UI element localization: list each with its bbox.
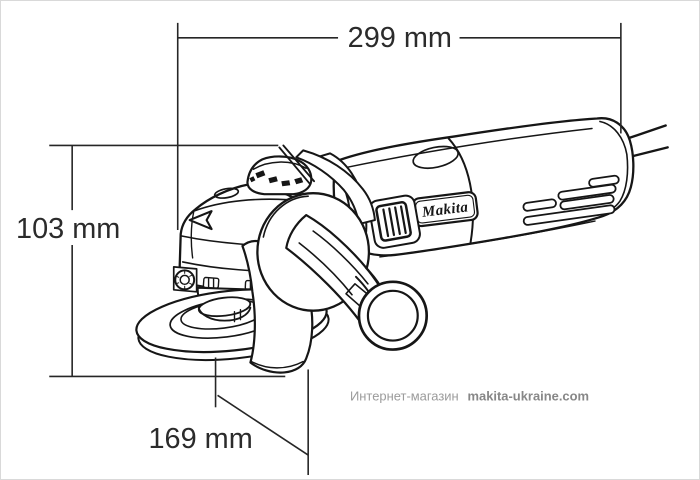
speed-dial — [246, 144, 316, 196]
dimension-width: 169 mm — [148, 357, 309, 476]
dimension-height-label: 103 mm — [16, 213, 120, 245]
hanger-bar — [295, 149, 376, 226]
dimension-height: 103 mm — [16, 144, 286, 378]
dimension-width-label: 169 mm — [148, 423, 252, 455]
grinder-illustration: Makita — [135, 117, 669, 374]
dimension-annotations: 299 mm 103 mm 169 mm — [16, 22, 622, 476]
dimension-length-label: 299 mm — [348, 22, 452, 54]
dimension-length: 299 mm — [176, 22, 622, 231]
spindle-lock-button — [172, 266, 198, 293]
watermark: Интернет-магазин makita-ukraine.com — [350, 388, 589, 403]
vent-slots — [522, 174, 620, 226]
handle-end-cap — [357, 280, 429, 351]
slide-switch — [368, 194, 421, 249]
power-cord — [626, 124, 669, 158]
watermark-site-label: makita-ukraine.com — [468, 388, 590, 403]
watermark-store-label: Интернет-магазин — [350, 388, 459, 403]
makita-logo-text: Makita — [420, 199, 469, 221]
side-handle — [285, 214, 429, 351]
direction-arrow-icon — [188, 210, 213, 231]
dial-ratchet-marks — [249, 170, 304, 187]
